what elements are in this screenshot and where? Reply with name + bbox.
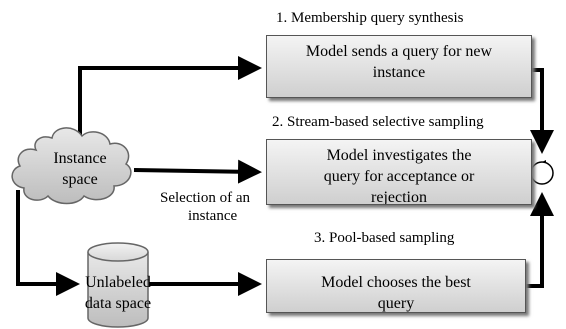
- box-line: instance: [372, 64, 426, 81]
- cloud-line: Instance: [53, 150, 107, 167]
- cylinder-line: data space: [84, 295, 152, 312]
- box-line: query: [377, 295, 415, 312]
- pool-sampling-label: 3. Pool-based sampling: [314, 230, 455, 246]
- cylinder-line: Unlabeled: [85, 274, 151, 291]
- stream-sampling-box: Model investigates the query for accepta…: [266, 139, 532, 205]
- selection-label-line2: instance: [188, 208, 238, 224]
- membership-query-label: 1. Membership query synthesis: [276, 10, 464, 26]
- box-line: Model chooses the best: [321, 274, 471, 291]
- output-node: [530, 161, 554, 185]
- box-line: Model sends a query for new: [305, 43, 493, 60]
- selection-label-line1: Selection of an: [160, 190, 250, 206]
- arrow-to-data-space: [16, 190, 80, 296]
- data-space-label: Unlabeled data space: [78, 272, 158, 314]
- instance-space-cloud: [11, 127, 132, 205]
- unlabeled-data-cylinder: [87, 242, 149, 328]
- stream-sampling-label: 2. Stream-based selective sampling: [272, 114, 484, 130]
- arrow-pool-to-output: [526, 192, 554, 288]
- box-line: Model investigates the: [326, 147, 472, 164]
- arrow-to-membership-box: [78, 56, 262, 142]
- box-line: rejection: [371, 189, 427, 205]
- membership-query-box: Model sends a query for new instance: [266, 35, 532, 98]
- instance-space-label: Instance space: [40, 148, 120, 190]
- cloud-line: space: [62, 171, 98, 188]
- box-line: query for acceptance or: [323, 168, 475, 185]
- arrow-membership-to-output: [530, 68, 554, 154]
- pool-sampling-box: Model chooses the best query: [266, 259, 526, 313]
- arrow-to-stream-box: [133, 159, 262, 184]
